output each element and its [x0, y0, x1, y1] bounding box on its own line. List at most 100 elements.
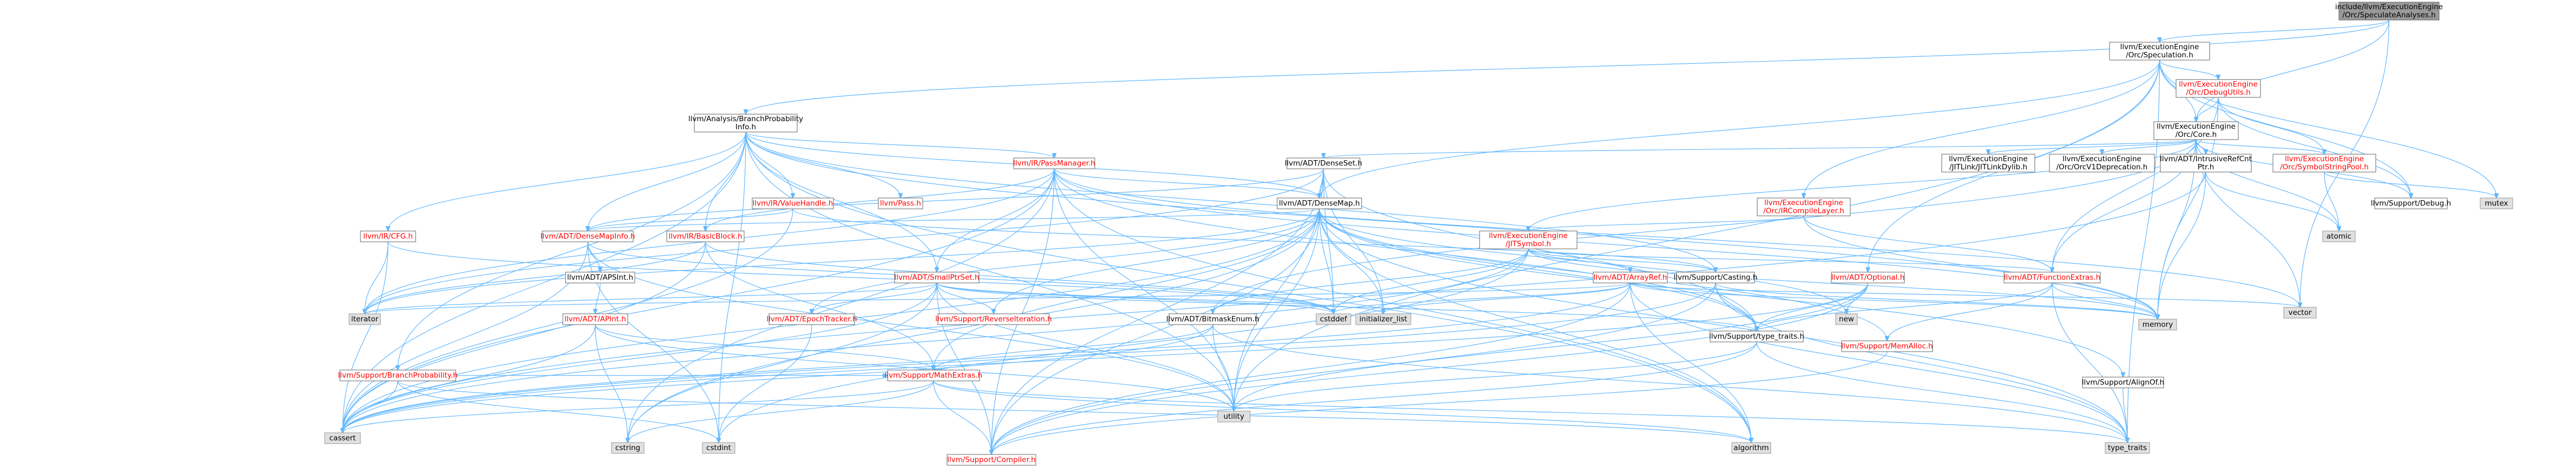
node-apsint[interactable]: llvm/ADT/APSInt.h — [565, 272, 635, 283]
node-symstrpool[interactable]: llvm/ExecutionEngine/Orc/SymbolStringPoo… — [2272, 154, 2376, 173]
node-label: llvm/Support/MathExtras.h — [885, 371, 982, 380]
node-mutex: mutex — [2480, 197, 2513, 209]
node-box — [360, 230, 416, 242]
node-orcv1[interactable]: llvm/ExecutionEngine/Orc/OrcV1Deprecatio… — [2049, 154, 2155, 173]
edge-arrayref-to-cassert — [343, 282, 1631, 433]
edge-line — [936, 282, 1234, 411]
node-branchprob[interactable]: llvm/Support/BranchProbability.h — [338, 370, 458, 381]
edge-jitsymbol-to-cassert — [343, 248, 1529, 433]
node-typetraitsh[interactable]: llvm/Support/type_traits.h — [1709, 331, 1804, 342]
node-functionextras[interactable]: llvm/ADT/FunctionExtras.h — [2003, 272, 2101, 283]
edge-line — [1054, 168, 1751, 443]
edge-bitmaskenum-to-typetraits — [1212, 324, 2127, 443]
edge-line — [1234, 60, 2160, 411]
node-passmanager[interactable]: llvm/IR/PassManager.h — [1013, 157, 1095, 169]
node-label: iterator — [351, 315, 379, 324]
node-label: /Orc/Speculation.h — [2126, 51, 2193, 60]
edge-line — [2052, 282, 2158, 319]
node-ircompile[interactable]: llvm/ExecutionEngine/Orc/IRCompileLayer.… — [1757, 197, 1851, 216]
edge-passmanager-to-densemap — [1054, 168, 1319, 198]
node-label: llvm/IR/PassManager.h — [1013, 159, 1095, 168]
node-box — [2138, 319, 2177, 331]
edge-arrayref-to-vector — [1629, 282, 2301, 307]
node-densemap[interactable]: llvm/ADT/DenseMap.h — [1277, 197, 1362, 209]
edge-densemap-to-alignof — [1319, 208, 2123, 377]
edge-line — [936, 282, 991, 454]
node-casting[interactable]: llvm/Support/Casting.h — [1674, 272, 1758, 283]
node-denseset[interactable]: llvm/ADT/DenseSet.h — [1285, 157, 1362, 169]
node-densemapinfo[interactable]: llvm/ADT/DenseMapInfo.h — [541, 230, 635, 242]
edge-smallptrset-to-cassert — [343, 282, 937, 433]
node-apint[interactable]: llvm/ADT/APInt.h — [562, 313, 628, 325]
edge-functionextras-to-memory — [2052, 282, 2158, 319]
node-speculation[interactable]: llvm/ExecutionEngine/Orc/Speculation.h — [2109, 42, 2210, 61]
node-jitsymbol[interactable]: llvm/ExecutionEngine/JITSymbol.h — [1479, 230, 1578, 249]
node-arrayref[interactable]: llvm/ADT/ArrayRef.h — [1593, 272, 1668, 283]
node-core[interactable]: llvm/ExecutionEngine/Orc/Core.h — [2153, 121, 2239, 140]
edge-smallptrset-to-compiler — [936, 282, 991, 454]
edge-line — [746, 19, 2390, 114]
node-box — [694, 114, 798, 133]
edge-line — [1528, 215, 1804, 231]
node-debugutils[interactable]: llvm/ExecutionEngine/Orc/DebugUtils.h — [2176, 79, 2261, 98]
node-box — [1831, 272, 1905, 283]
node-jitlink[interactable]: llvm/ExecutionEngine/JITLink/JITLinkDyli… — [1941, 154, 2035, 173]
node-box — [947, 454, 1036, 466]
edge-apint-to-utility — [595, 324, 1234, 411]
edge-line — [343, 380, 398, 433]
edge-arrayref-to-typetraits — [1629, 282, 2128, 443]
node-compiler[interactable]: llvm/Support/Compiler.h — [947, 454, 1036, 466]
edge-line — [933, 380, 1751, 443]
edge-passmanager-to-compiler — [991, 168, 1055, 454]
edge-bpi-to-valuehandle — [745, 131, 793, 198]
node-memalloc[interactable]: llvm/Support/MemAlloc.h — [1841, 340, 1933, 352]
edge-line — [343, 282, 1716, 433]
node-alignof[interactable]: llvm/Support/AlignOf.h — [2082, 377, 2164, 388]
node-label: llvm/ADT/FunctionExtras.h — [2004, 273, 2101, 282]
edge-arrayref-to-cstddef — [1333, 282, 1631, 314]
edge-line — [343, 324, 1213, 433]
edge-densemap-to-densemapinfo — [588, 208, 1320, 231]
nodes-layer: include/llvm/ExecutionEngine/Orc/Specula… — [324, 2, 2513, 466]
node-label: mutex — [2485, 199, 2508, 208]
node-ircfg[interactable]: llvm/IR/CFG.h — [360, 230, 416, 242]
edge-root-to-core — [2196, 19, 2390, 122]
node-root[interactable]: include/llvm/ExecutionEngine/Orc/Specula… — [2335, 2, 2443, 21]
edge-smallptrset-to-reverseiter — [936, 282, 994, 314]
node-box — [1835, 313, 1858, 325]
node-label: Ptr.h — [2198, 163, 2214, 171]
edge-line — [812, 208, 1320, 314]
node-bitmaskenum[interactable]: llvm/ADT/BitmaskEnum.h — [1166, 313, 1259, 325]
node-pass[interactable]: llvm/Pass.h — [878, 197, 923, 209]
node-box — [339, 370, 456, 381]
node-valuehandle[interactable]: llvm/IR/ValueHandle.h — [752, 197, 834, 209]
node-mathextras[interactable]: llvm/Support/MathExtras.h — [885, 370, 982, 381]
node-label: cstdint — [706, 444, 731, 452]
node-smallptrset[interactable]: llvm/ADT/SmallPtrSet.h — [894, 272, 980, 283]
node-debug[interactable]: llvm/Support/Debug.h — [2371, 197, 2451, 209]
edge-line — [365, 168, 1324, 314]
edge-branchprob-to-cstdint — [397, 380, 719, 443]
node-epochtracker[interactable]: llvm/ADT/EpochTracker.h — [766, 313, 857, 325]
edge-bpi-to-densemapinfo — [588, 131, 746, 231]
node-reverseiter[interactable]: llvm/Support/ReverseIteration.h — [935, 313, 1052, 325]
edge-line — [365, 282, 1631, 314]
edge-line — [343, 324, 596, 433]
edge-debugutils-to-symstrpool — [2218, 97, 2324, 154]
node-box — [2105, 442, 2150, 454]
node-optional[interactable]: llvm/ADT/Optional.h — [1831, 272, 1905, 283]
edge-valuehandle-to-casting — [792, 208, 1716, 272]
node-label: Info.h — [735, 123, 756, 131]
edge-arrayref-to-compiler — [991, 282, 1631, 454]
node-cassert: cassert — [324, 432, 361, 444]
node-box — [2322, 230, 2356, 242]
node-label: /JITLink/JITLinkDylib.h — [1949, 163, 2027, 171]
edge-line — [1319, 208, 1751, 443]
edge-line — [1383, 282, 1631, 314]
node-basicblock[interactable]: llvm/IR/BasicBlock.h — [666, 230, 745, 242]
edge-alignof-to-typetraits — [2122, 387, 2127, 443]
edge-bitmaskenum-to-mathextras — [934, 324, 1213, 370]
edge-line — [705, 241, 934, 370]
